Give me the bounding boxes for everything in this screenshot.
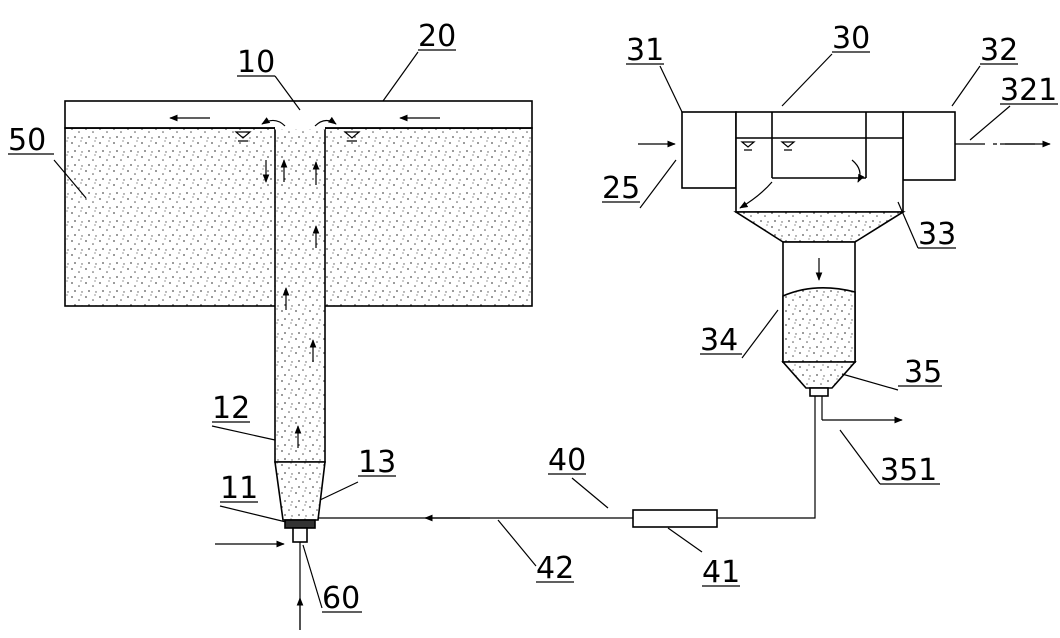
settled-sand-34 bbox=[782, 287, 856, 363]
leader-321 bbox=[969, 105, 1011, 141]
leader-41 bbox=[667, 527, 703, 553]
return-pipe-group bbox=[318, 396, 816, 528]
column-12-group bbox=[215, 116, 337, 630]
flow-arrow-curve-right bbox=[851, 159, 865, 183]
pump-41 bbox=[632, 509, 718, 528]
leader-50 bbox=[53, 159, 87, 199]
label-42: 42 bbox=[536, 551, 574, 586]
water-level-symbol-3 bbox=[740, 141, 756, 151]
leader-13 bbox=[319, 481, 359, 501]
overflow-arrow-right bbox=[314, 116, 337, 127]
label-50: 50 bbox=[8, 123, 46, 158]
label-32: 32 bbox=[980, 33, 1018, 68]
inlet-box-31 bbox=[681, 111, 737, 189]
leader-32 bbox=[951, 65, 981, 107]
callout-labels: 10 20 30 31 32 321 25 33 50 34 35 12 13 … bbox=[8, 19, 1058, 616]
leader-25 bbox=[639, 159, 677, 209]
separator-group bbox=[638, 111, 1051, 424]
label-31: 31 bbox=[626, 33, 664, 68]
base-11 bbox=[284, 519, 316, 529]
label-41: 41 bbox=[702, 555, 740, 590]
label-33: 33 bbox=[918, 217, 956, 252]
leader-31 bbox=[659, 65, 683, 113]
water-level-symbol-1 bbox=[234, 131, 252, 142]
leader-34 bbox=[741, 309, 779, 359]
leader-351 bbox=[839, 429, 881, 485]
leader-20 bbox=[382, 51, 419, 102]
water-level-symbol-2 bbox=[343, 131, 361, 142]
label-60: 60 bbox=[322, 581, 360, 616]
label-11: 11 bbox=[220, 471, 258, 506]
label-10: 10 bbox=[237, 45, 275, 80]
return-pipe-40 bbox=[717, 396, 816, 519]
separator-body-30 bbox=[735, 111, 904, 213]
label-40: 40 bbox=[548, 443, 586, 478]
drain-outlet-351 bbox=[809, 387, 829, 397]
outlet-box-32 bbox=[902, 111, 956, 181]
cone-35 bbox=[781, 361, 857, 389]
leader-42 bbox=[497, 519, 537, 567]
label-20: 20 bbox=[418, 19, 456, 54]
hopper-33 bbox=[733, 211, 906, 243]
leader-10 bbox=[274, 75, 301, 111]
water-channel-20 bbox=[64, 100, 533, 129]
leader-11 bbox=[219, 505, 287, 523]
leader-60 bbox=[302, 544, 323, 609]
leader-12 bbox=[211, 425, 276, 441]
label-351: 351 bbox=[880, 453, 937, 488]
label-25: 25 bbox=[602, 171, 640, 206]
label-34: 34 bbox=[700, 323, 738, 358]
leader-40 bbox=[571, 477, 609, 509]
label-13: 13 bbox=[358, 445, 396, 480]
label-35: 35 bbox=[904, 355, 942, 390]
inlet-pipe-60 bbox=[292, 527, 308, 543]
leader-35 bbox=[841, 373, 899, 391]
label-30: 30 bbox=[832, 21, 870, 56]
water-level-symbol-4 bbox=[780, 141, 796, 151]
leader-33 bbox=[897, 201, 919, 249]
label-321: 321 bbox=[1000, 73, 1057, 108]
overflow-arrow-left bbox=[261, 117, 286, 127]
column-12 bbox=[274, 127, 326, 463]
flow-arrow-curve-left bbox=[739, 181, 773, 209]
leader-lines bbox=[53, 51, 1011, 609]
cone-13 bbox=[274, 461, 326, 521]
label-12: 12 bbox=[212, 391, 250, 426]
leader-30 bbox=[781, 53, 833, 107]
